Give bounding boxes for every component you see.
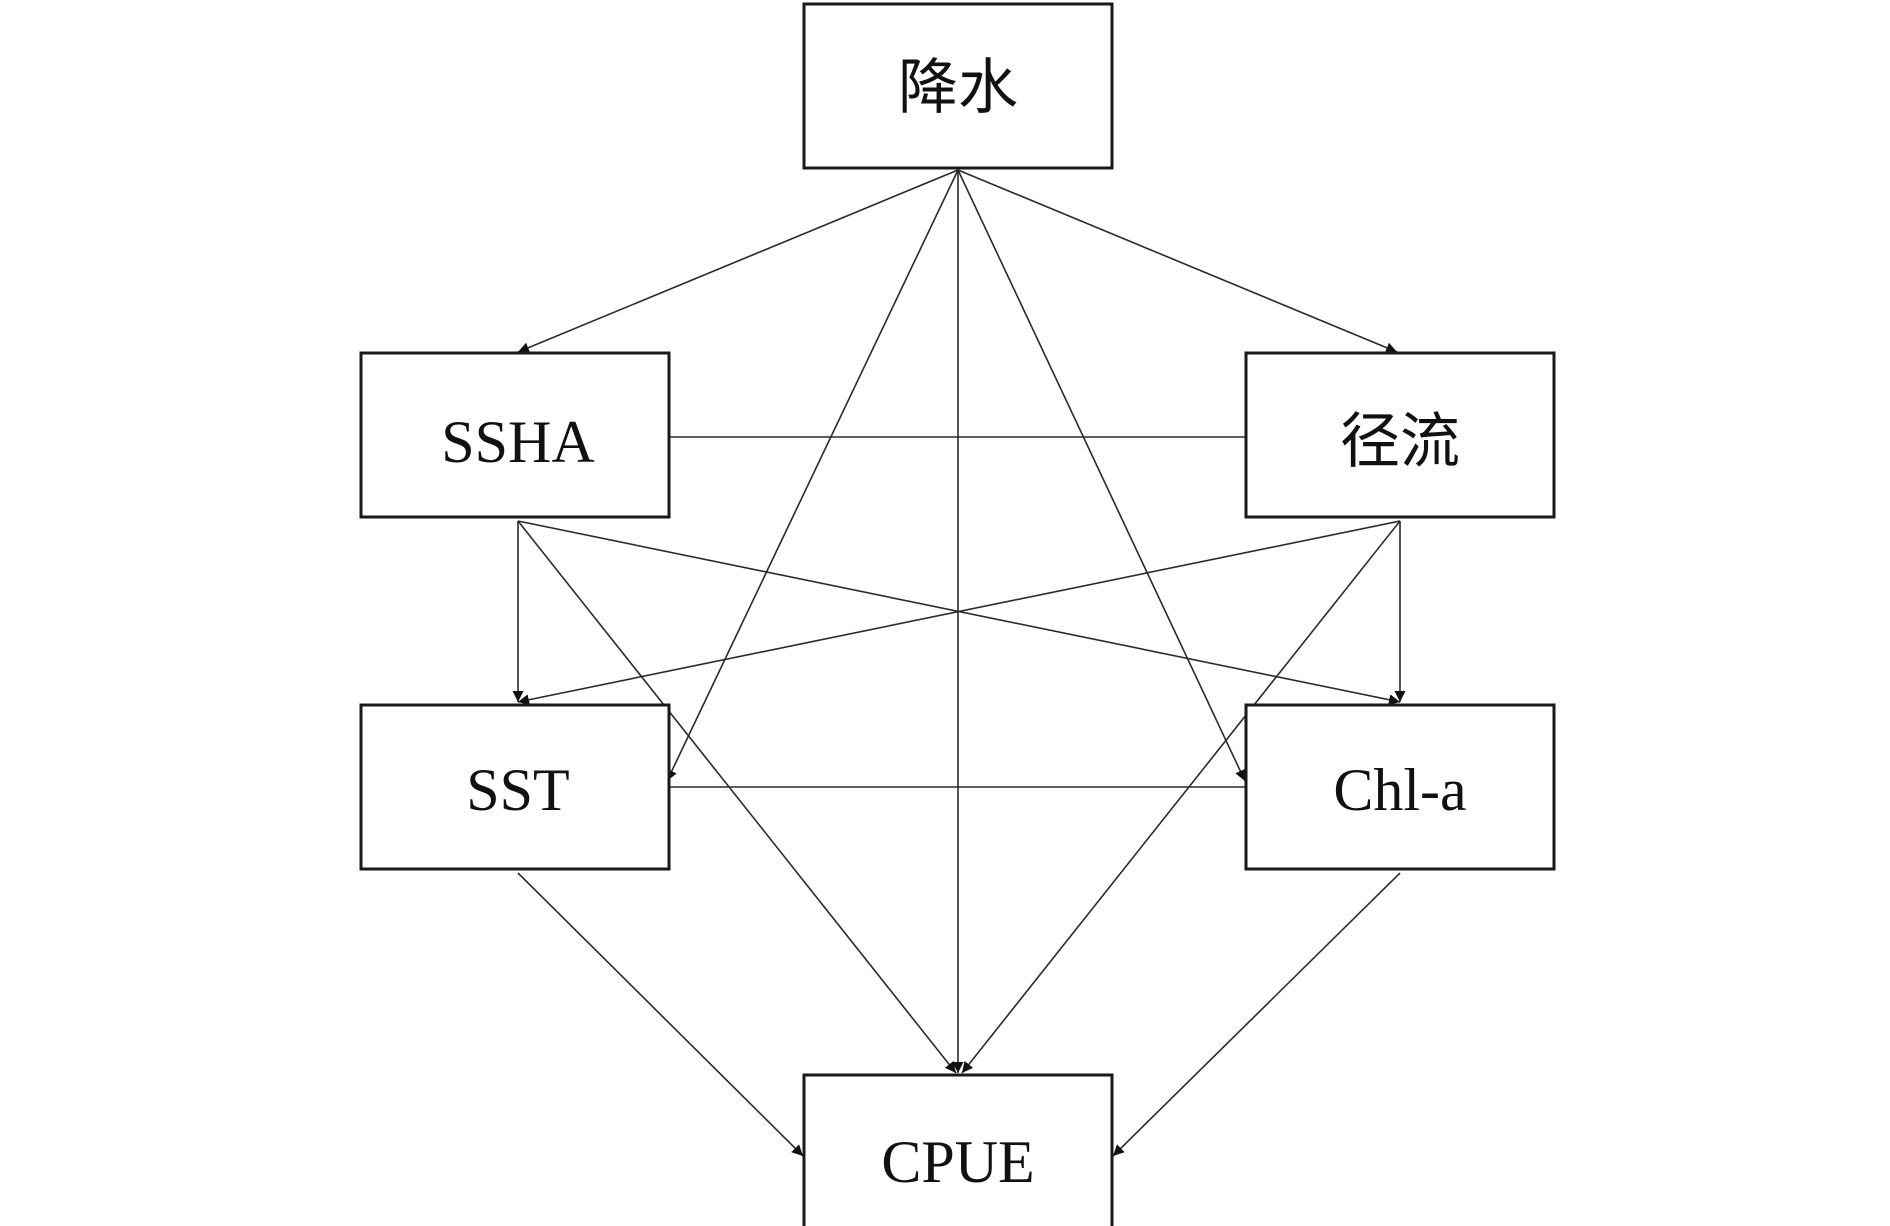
arrow-precip-to-sst [666,169,959,782]
node-ssha: SSHA [359,351,671,519]
node-sst-label: SST [466,757,569,823]
node-runoff-box [1244,351,1556,519]
node-cpue-box [802,1073,1114,1226]
node-cpue: CPUE [802,1073,1114,1226]
arrow-runoff-to-cpue [961,520,1401,1074]
node-sst-box [359,703,671,871]
node-ssha-label: SSHA [441,409,594,475]
node-precip-box [802,2,1114,170]
node-runoff: 径流 [1244,351,1556,519]
node-chla: Chl-a [1244,703,1556,871]
arrow-precip-to-ssha [517,169,959,353]
node-cpue-label: CPUE [881,1129,1034,1195]
arrow-ssha-to-cpue [517,520,957,1074]
edges-layer [512,169,1406,1157]
node-sst: SST [359,703,671,871]
node-ssha-box [359,351,671,519]
node-precip: 降水 [802,2,1114,170]
node-runoff-label: 径流 [1340,409,1460,475]
arrow-runoff-to-sst [517,520,1401,706]
arrow-precip-to-runoff [957,169,1398,353]
node-chla-label: Chl-a [1333,757,1466,823]
nodes-layer: 降水 SSHA 径流 SST Chl-a CPUE [359,2,1556,1226]
arrow-precip-to-chla [957,169,1246,782]
arrow-sst-to-cpue [517,872,804,1157]
arrow-chla-to-cpue [1112,872,1401,1157]
node-precip-label: 降水 [898,55,1018,121]
node-chla-box [1244,703,1556,871]
